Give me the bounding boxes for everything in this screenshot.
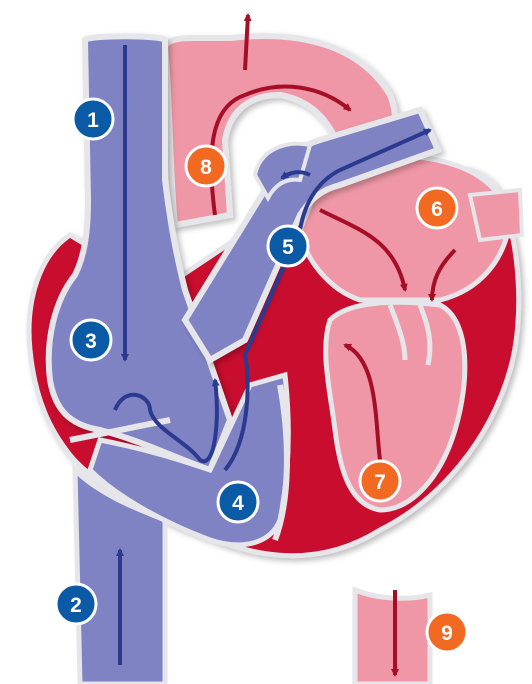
badge-label: 8 (200, 156, 212, 179)
badge-1: 1 (73, 99, 113, 139)
badge-5: 5 (268, 226, 308, 266)
pulmonary-vein (470, 190, 522, 240)
badge-label: 6 (431, 198, 443, 221)
badge-label: 9 (441, 622, 453, 645)
badge-3: 3 (71, 320, 111, 360)
badge-2: 2 (56, 584, 96, 624)
badge-label: 3 (85, 330, 97, 353)
badge-4: 4 (218, 482, 258, 522)
badge-label: 1 (87, 109, 99, 132)
badge-6: 6 (417, 188, 457, 228)
badge-label: 5 (282, 236, 294, 259)
descending-aorta (355, 590, 430, 684)
badge-9: 9 (427, 612, 467, 652)
badge-8: 8 (186, 146, 226, 186)
badge-label: 2 (70, 594, 82, 617)
badge-label: 7 (374, 471, 386, 494)
badge-7: 7 (360, 461, 400, 501)
badge-label: 4 (232, 492, 244, 515)
